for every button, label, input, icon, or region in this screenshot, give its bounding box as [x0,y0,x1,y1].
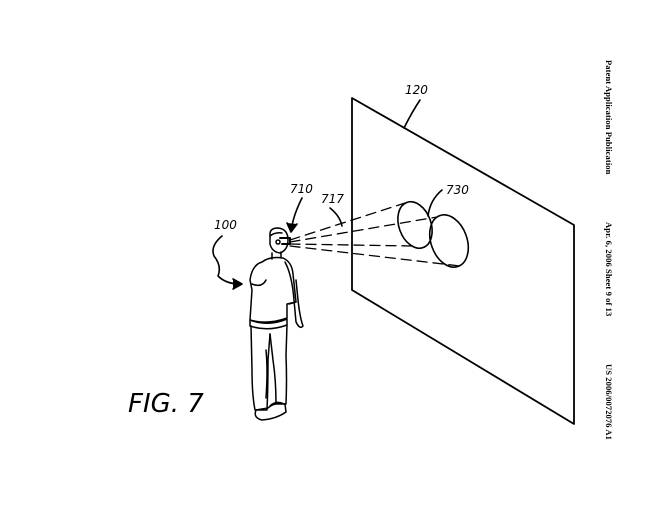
patent-number: US 2006/0072076 A1 [604,364,614,440]
screen-panel [351,97,575,425]
leader-730 [427,189,443,217]
projection-ellipse-front [428,214,470,268]
arrowhead-100 [232,278,243,290]
figure-label: FIG. 7 [128,389,204,419]
ref-100: 100 [214,218,237,232]
date-and-sheet: Apr. 6, 2006 Sheet 9 of 13 [604,222,614,317]
publication-type: Patent Application Publication [604,60,614,175]
leader-120 [403,99,421,129]
leader-717 [329,207,343,227]
beam-lines [289,202,461,267]
ref-710: 710 [290,182,313,196]
leader-100 [212,235,241,285]
projection-ellipse-back [397,200,433,250]
leader-710 [291,197,303,227]
page-header: Patent Application Publication Apr. 6, 2… [600,60,614,440]
ref-717: 717 [321,192,344,206]
ref-120: 120 [405,83,428,97]
arrowhead-710 [286,222,298,233]
person-figure [249,227,304,421]
ref-730: 730 [446,183,469,197]
